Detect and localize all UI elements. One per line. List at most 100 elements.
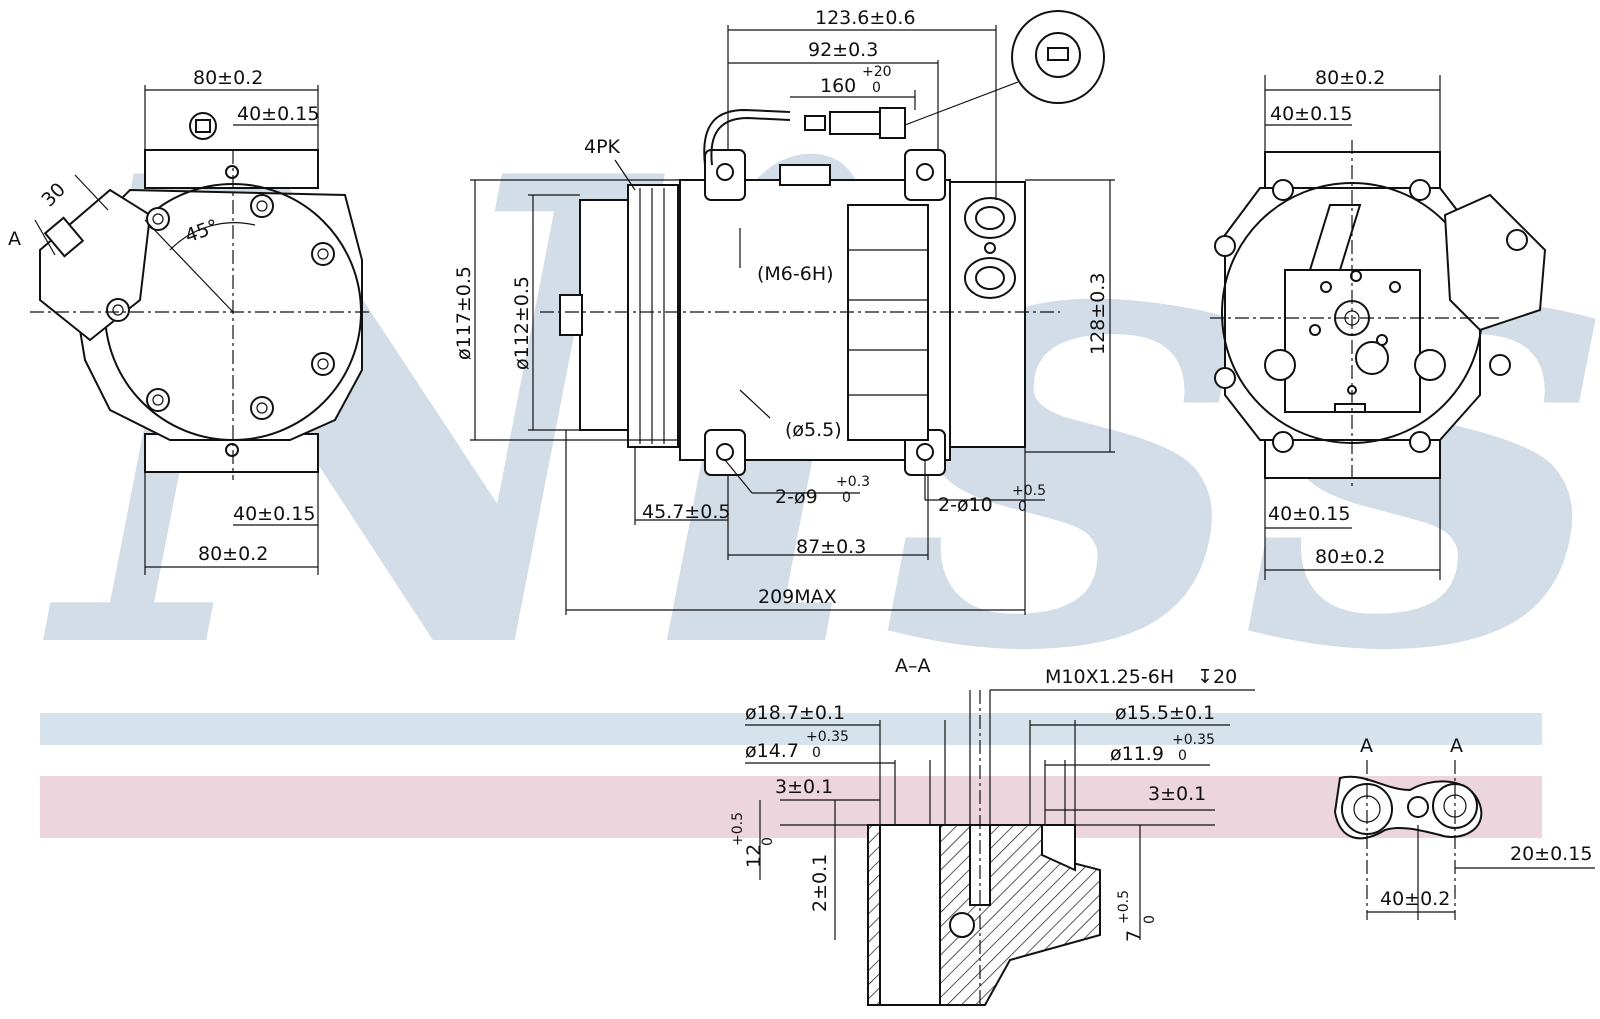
pulley-grooves bbox=[639, 188, 665, 444]
right-top-width: 80±0.2 bbox=[1315, 67, 1385, 89]
outer-diameter: ø117±0.5 bbox=[453, 266, 475, 360]
bolt-icon bbox=[250, 396, 274, 420]
right-fitting-block bbox=[1443, 193, 1547, 332]
thread-depth: 20 bbox=[1213, 666, 1237, 688]
port-hole-icon bbox=[1414, 349, 1446, 381]
bolt-icon bbox=[1409, 431, 1431, 453]
wire-harness bbox=[703, 108, 791, 166]
port-hole-icon bbox=[1355, 341, 1389, 375]
pulley-diameter: ø112±0.5 bbox=[511, 276, 533, 370]
depth-symbol: ↧ bbox=[1197, 666, 1213, 688]
detail-leader bbox=[904, 81, 1019, 126]
dia-left-inner: ø14.7 bbox=[745, 740, 799, 762]
angle-arc bbox=[169, 222, 256, 251]
left-top-offset: 40±0.15 bbox=[237, 103, 319, 125]
top-boss bbox=[779, 164, 831, 186]
bolt-icon bbox=[146, 207, 170, 231]
left-bolts bbox=[106, 165, 335, 457]
height-left-tol-minus: 0 bbox=[760, 837, 776, 846]
port-fitting-left-icon bbox=[1341, 783, 1393, 835]
rear-label-plate bbox=[1334, 403, 1366, 413]
port-offset: 20±0.15 bbox=[1510, 843, 1592, 865]
dia-right-outer: ø15.5±0.1 bbox=[1115, 702, 1215, 724]
mount-hole-left: 2-ø9 bbox=[775, 486, 818, 508]
left-bottom-offset: 40±0.15 bbox=[233, 503, 315, 525]
mount-hole-left-tol-plus: +0.3 bbox=[836, 474, 870, 490]
left-fitting-port bbox=[43, 216, 85, 258]
top-lug-left bbox=[704, 149, 746, 201]
height-right-tol-plus: +0.5 bbox=[1116, 890, 1132, 924]
suction-port bbox=[964, 197, 1016, 239]
dia-right-inner-tol-minus: 0 bbox=[1178, 748, 1187, 764]
height-right-tol-minus: 0 bbox=[1142, 915, 1158, 924]
port-label-a2: A bbox=[1450, 735, 1463, 757]
dia-left-outer: ø18.7±0.1 bbox=[745, 702, 845, 724]
mount-hole-right: 2-ø10 bbox=[938, 494, 993, 516]
dia-right-inner: ø11.9 bbox=[1110, 743, 1164, 765]
left-bottom-width: 80±0.2 bbox=[198, 543, 268, 565]
dia-left-inner-tol-plus: +0.35 bbox=[806, 729, 849, 745]
total-max: 209MAX bbox=[758, 586, 837, 608]
left-top-width: 80±0.2 bbox=[193, 67, 263, 89]
plug-end bbox=[879, 107, 906, 139]
right-view: 80±0.2 40±0.15 40±0.15 80±0.2 bbox=[1210, 67, 1547, 580]
discharge-port bbox=[964, 257, 1016, 299]
port-label-a1: A bbox=[1360, 735, 1373, 757]
red-band bbox=[40, 776, 1542, 838]
connector-pin bbox=[195, 119, 211, 133]
bolt-icon bbox=[1214, 235, 1236, 257]
blue-band bbox=[40, 713, 1542, 745]
overall-length: 123.6±0.6 bbox=[815, 7, 916, 29]
wire-connector bbox=[804, 115, 826, 131]
pulley-offset: 45.7±0.5 bbox=[642, 501, 730, 523]
right-bottom-width: 80±0.2 bbox=[1315, 546, 1385, 568]
section-title: A–A bbox=[895, 655, 931, 677]
section-thread: M10X1.25-6H bbox=[1045, 666, 1174, 688]
bolt-icon bbox=[1272, 431, 1294, 453]
bolt-icon bbox=[1214, 367, 1236, 389]
wire-tol-minus: 0 bbox=[872, 80, 881, 96]
section-view: A–A M10X1.25-6H ↧ 20 ø18.7±0.1 ø14.7 +0.… bbox=[730, 655, 1255, 1006]
section-marker-a: A bbox=[8, 228, 21, 250]
section-hole-icon bbox=[949, 912, 975, 938]
wire-tol-plus: +20 bbox=[862, 64, 892, 80]
height-dim: 128±0.3 bbox=[1087, 273, 1109, 355]
mount-hole-left-tol-minus: 0 bbox=[842, 490, 851, 506]
section-wall-left bbox=[867, 824, 881, 1006]
plug-body bbox=[829, 111, 881, 135]
right-top-offset: 40±0.15 bbox=[1270, 103, 1352, 125]
bolt-icon bbox=[311, 242, 335, 266]
clutch-hub bbox=[559, 294, 583, 336]
mount-spacing: 87±0.3 bbox=[796, 536, 866, 558]
bolt-icon bbox=[1489, 354, 1511, 376]
rear-rib bbox=[1308, 204, 1362, 271]
port-spacing: 40±0.2 bbox=[1380, 888, 1450, 910]
hole-icon bbox=[225, 443, 239, 457]
mount-hole-right-tol-minus: 0 bbox=[1018, 499, 1027, 515]
bolt-icon bbox=[146, 388, 170, 412]
left-port-bore bbox=[879, 824, 941, 1006]
hole-callout: (ø5.5) bbox=[785, 419, 842, 441]
depth-right: 3±0.1 bbox=[1148, 783, 1206, 805]
pulley bbox=[627, 184, 679, 448]
side-view: 123.6±0.6 92±0.3 160 +20 0 4PK ø117±0.5 … bbox=[453, 7, 1115, 615]
body-length: 92±0.3 bbox=[808, 39, 878, 61]
angle-leader bbox=[144, 219, 234, 313]
bolt-icon bbox=[106, 298, 130, 322]
clutch-plate bbox=[579, 199, 629, 431]
belt-leader bbox=[614, 159, 636, 191]
wire-length: 160 bbox=[820, 75, 856, 97]
left-view: 80±0.2 40±0.15 40±0.15 80±0.2 30 45° A bbox=[8, 67, 370, 575]
depth-left: 3±0.1 bbox=[775, 776, 833, 798]
dia-right-inner-tol-plus: +0.35 bbox=[1172, 732, 1215, 748]
dia-left-inner-tol-minus: 0 bbox=[812, 745, 821, 761]
bottom-lug-left bbox=[704, 429, 746, 476]
bolt-icon bbox=[1506, 229, 1528, 251]
connector-detail-pin bbox=[1047, 47, 1069, 61]
bolt-icon bbox=[311, 352, 335, 376]
right-bottom-offset: 40±0.15 bbox=[1268, 503, 1350, 525]
port-bolt-hole-icon bbox=[1407, 796, 1429, 818]
bolt-icon bbox=[1272, 179, 1294, 201]
belt-label: 4PK bbox=[584, 136, 621, 158]
